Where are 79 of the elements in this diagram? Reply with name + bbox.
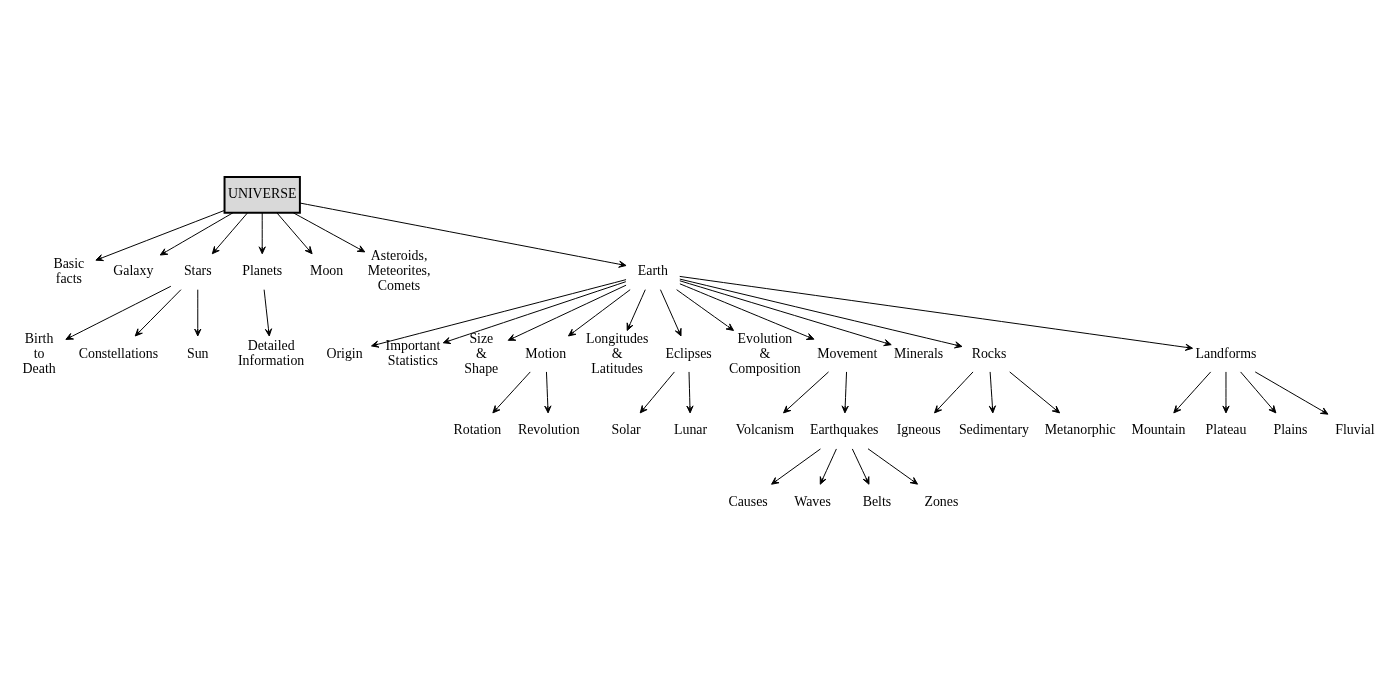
arrow [544,370,552,413]
node-text: Igneous [896,421,941,437]
node-text: Waves [794,493,831,509]
arrow [679,279,892,346]
arrow [639,370,675,413]
node-text: Belts [862,493,892,509]
arrow [567,288,631,336]
node-text: Movement [817,345,878,361]
node-text: Motion [525,345,567,361]
node-text: Zones [924,493,959,509]
node-text: Longitudes & Latitudes [585,330,649,375]
node-text: Earth [637,262,668,278]
node-text: Sun [186,345,209,361]
node-text: Landforms [1195,345,1257,361]
arrow [442,280,627,344]
node-text: Fluvial [1335,421,1375,437]
arrow [134,288,182,336]
arrow [851,447,870,485]
node-text: Constellations [78,345,159,361]
node-text: Sedimentary [958,421,1030,437]
arrow [659,288,682,336]
arrow [1173,370,1212,413]
node-text: Plains [1273,421,1308,437]
arrow [1222,370,1230,413]
arrow [1254,370,1329,415]
node-text: Mountain [1131,421,1186,437]
arrow [292,211,366,252]
arrow [258,211,266,254]
node-text: Basic facts [53,255,85,286]
arrow [679,275,1194,351]
arrow [95,209,225,261]
arrow [276,211,313,254]
node-text: Important Statistics [385,337,441,368]
arrow [1009,370,1061,413]
node-text: Minerals [893,345,944,361]
node-text: Plateau [1205,421,1247,437]
node-text: Volcanism [735,421,795,437]
node-text: Earthquakes [809,421,879,437]
node-text: Evolution & Composition [729,330,801,375]
arrow [988,370,996,413]
arrow [299,202,627,268]
arrow [841,370,849,413]
arrow [626,288,646,331]
node-text: Rotation [453,421,502,437]
arrow [194,288,202,336]
node-text: Causes [728,493,768,509]
node-text: Stars [183,262,212,278]
node-box: UNIVERSE [223,175,301,214]
node-text: Asteroids, Meteorites, Comets [367,247,431,293]
arrow [65,285,172,340]
node-text: Revolution [517,421,580,437]
node-text: Planets [242,262,283,278]
node-text: Lunar [673,421,708,437]
node-text: Eclipses [665,345,712,361]
arrow [159,211,234,255]
arrow [676,288,735,331]
arrow [679,278,963,348]
arrow [211,211,249,254]
arrow [867,447,919,485]
arrow [507,284,627,341]
arrow [263,288,273,336]
arrow [771,447,821,485]
node-text: Birth to Death [22,330,56,375]
arrow [492,370,531,413]
node-text: Detailed Information [238,337,305,368]
arrow [783,370,830,413]
arrow [371,278,627,348]
node-text: Moon [310,262,344,278]
arrow [686,370,694,413]
node-text: Galaxy [113,262,154,278]
node-text: Rocks [971,345,1007,361]
node-text: Origin [326,345,363,361]
arrow [819,447,837,485]
arrow [934,370,974,413]
node-text: Metanorphic [1044,421,1116,437]
arrow [679,282,815,340]
node-text: Solar [611,421,641,437]
node-text: Size & Shape [464,330,499,375]
arrow [1240,370,1277,413]
